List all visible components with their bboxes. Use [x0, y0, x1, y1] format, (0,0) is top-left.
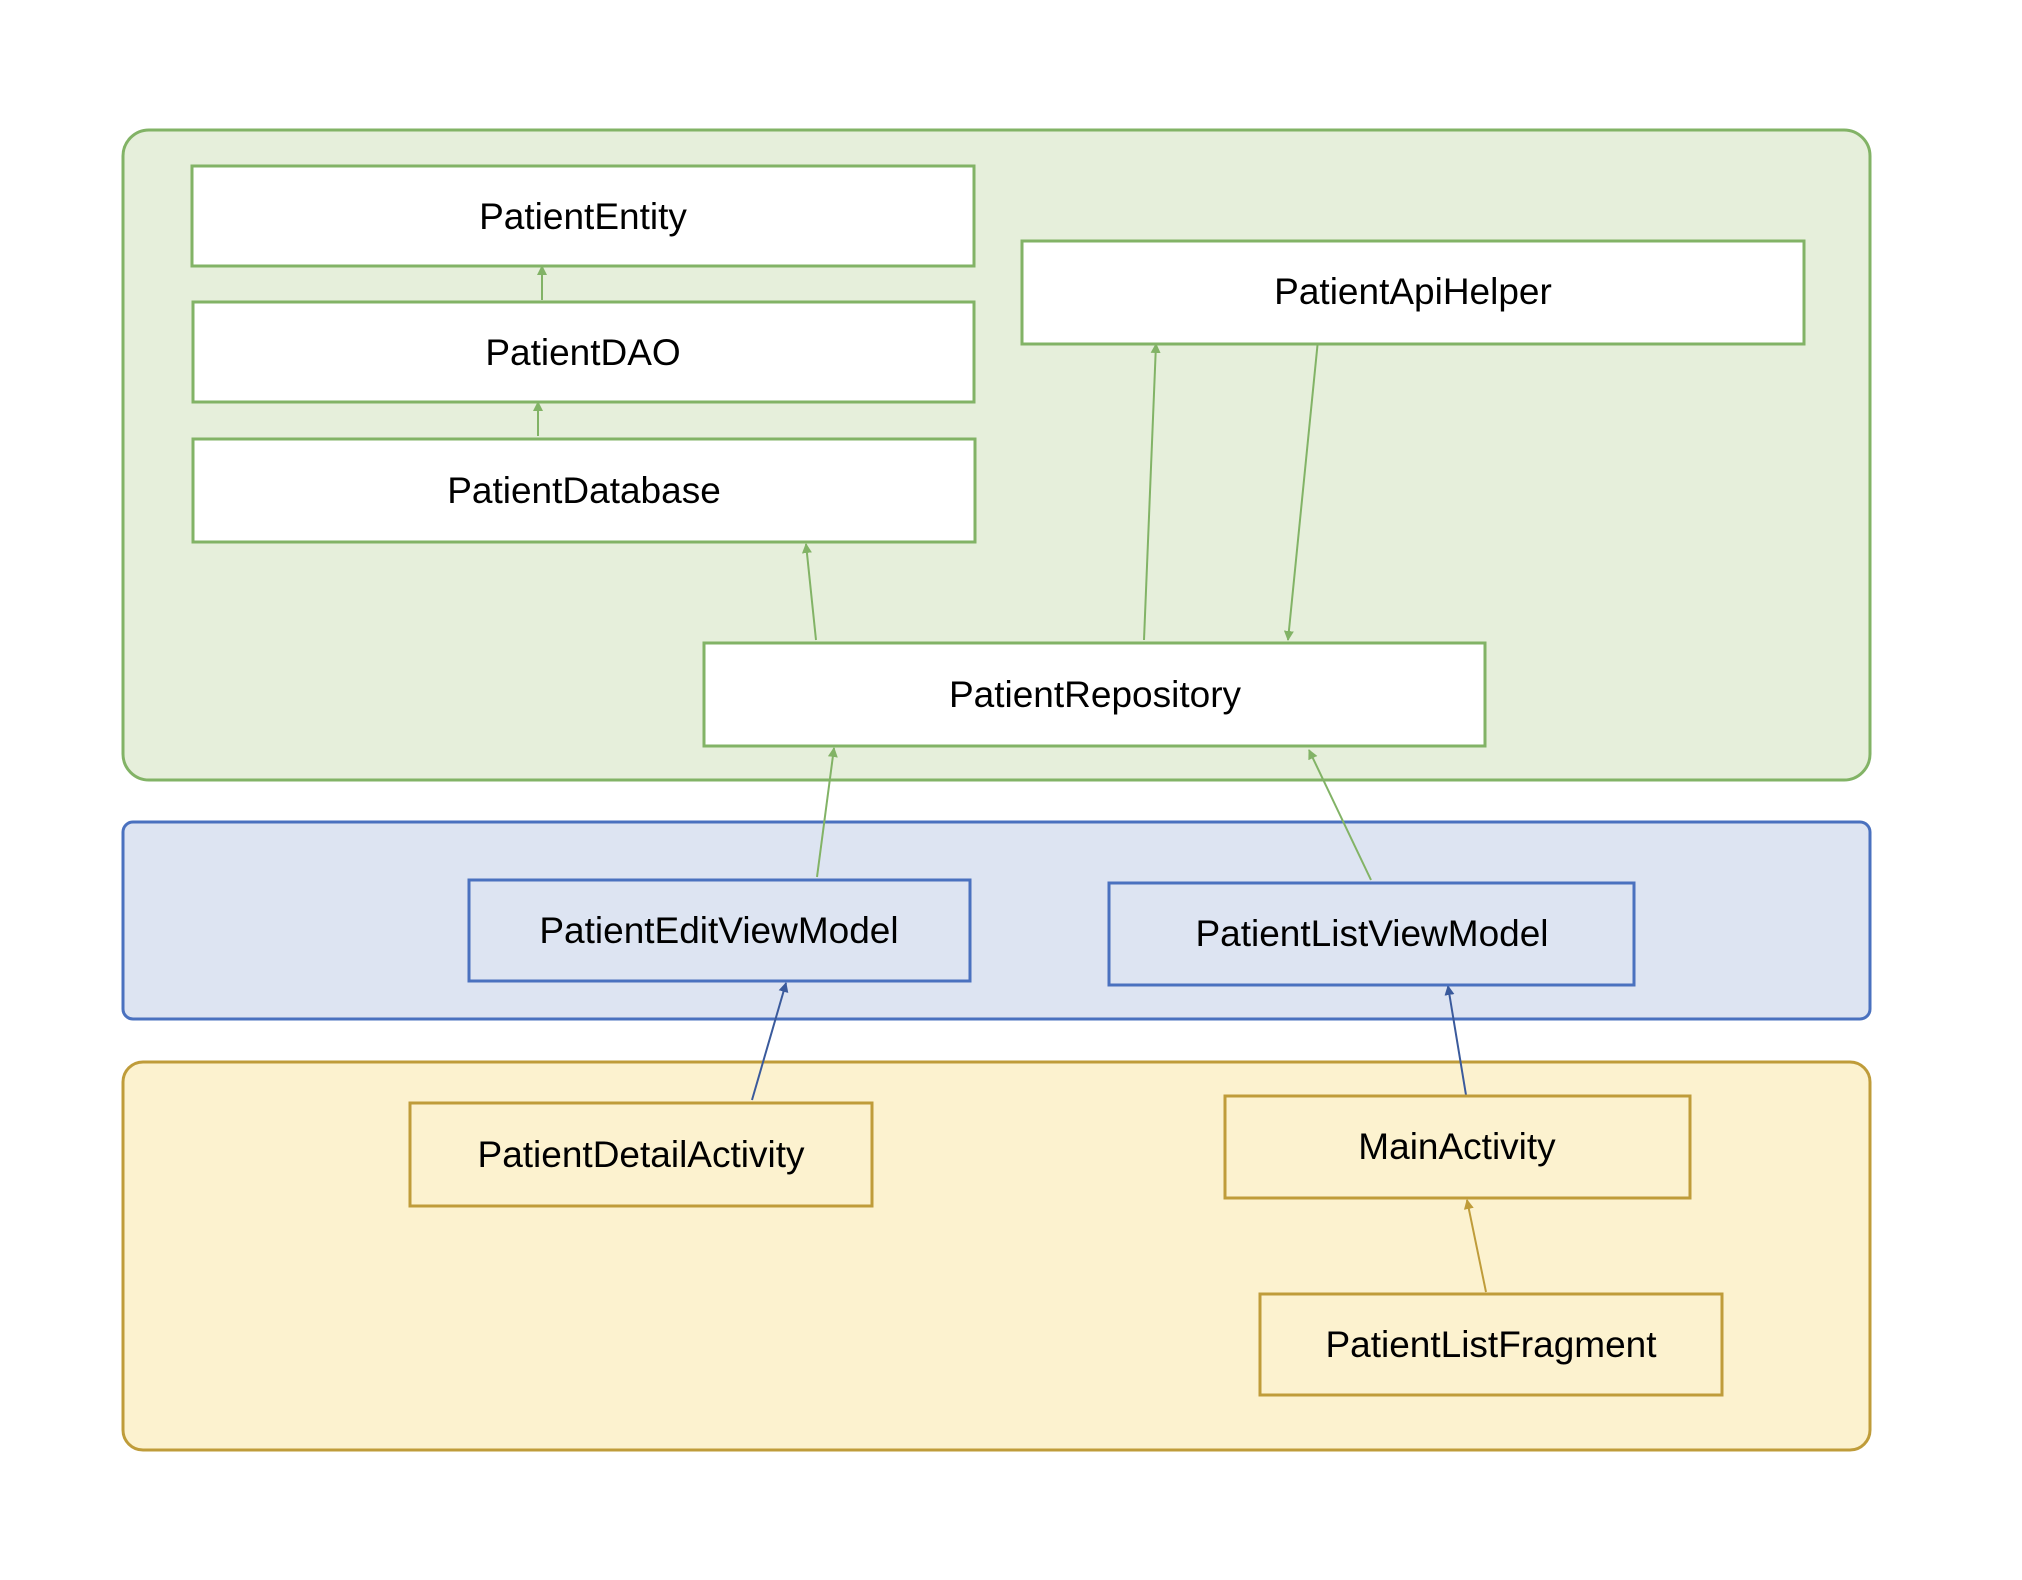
arrow-repository-to-database: [801, 543, 817, 641]
node-label: MainActivity: [1358, 1126, 1556, 1167]
node-label: PatientDatabase: [447, 470, 721, 511]
arrow-fragment-to-mainactivity: [1463, 1199, 1487, 1293]
node-label: PatientApiHelper: [1274, 271, 1552, 312]
node-patient-entity: PatientEntity: [190, 164, 976, 268]
node-label: PatientDAO: [485, 332, 680, 373]
node-patient-detail-activity: PatientDetailActivity: [408, 1101, 874, 1208]
node-label: PatientDetailActivity: [478, 1134, 805, 1175]
node-label: PatientListViewModel: [1195, 913, 1548, 954]
node-label: PatientListFragment: [1325, 1324, 1657, 1365]
node-patient-list-fragment: PatientListFragment: [1258, 1292, 1724, 1397]
arrow-editviewmodel-to-repository: [816, 747, 838, 878]
node-patient-list-view-model: PatientListViewModel: [1107, 881, 1636, 987]
node-patient-repository: PatientRepository: [702, 641, 1487, 748]
node-label: PatientEditViewModel: [539, 910, 898, 951]
arrow-repository-to-apihelper: [1143, 343, 1161, 641]
arrow-mainactivity-to-listviewmodel: [1444, 985, 1467, 1096]
node-patient-edit-view-model: PatientEditViewModel: [467, 878, 972, 983]
node-label: PatientEntity: [479, 196, 687, 237]
node-label: PatientRepository: [949, 674, 1242, 715]
arrow-detailactivity-to-editviewmodel: [751, 982, 789, 1101]
node-patient-api-helper: PatientApiHelper: [1020, 239, 1806, 346]
node-patient-database: PatientDatabase: [191, 437, 977, 544]
node-patient-dao: PatientDAO: [191, 300, 976, 404]
arrow-listviewmodel-to-repository: [1308, 749, 1372, 881]
node-main-activity: MainActivity: [1223, 1094, 1692, 1200]
arrow-apihelper-to-repository: [1283, 339, 1319, 641]
